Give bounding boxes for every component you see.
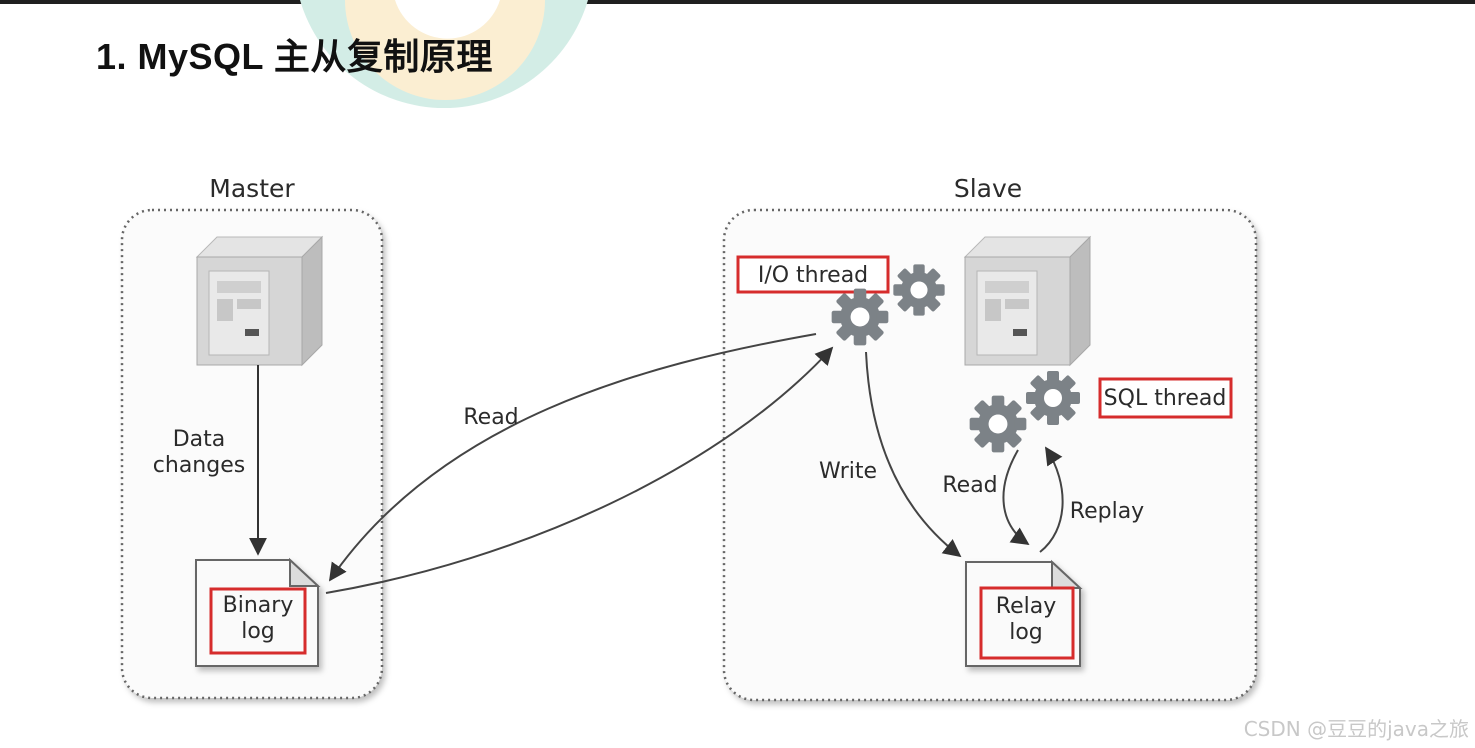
read-curve-to-binary-log <box>328 333 817 582</box>
relay-log-highlight <box>979 586 1075 660</box>
replication-read-label: Read <box>463 405 518 430</box>
relay-log-label-line1: Relay <box>996 594 1056 619</box>
slave-server-icon <box>964 236 1091 366</box>
binary-log-label-line2: log <box>241 619 275 644</box>
binary-log-document <box>195 557 321 667</box>
data-changes-label-line2: changes <box>153 453 245 478</box>
slave-read-label: Read <box>942 473 997 498</box>
io-thread-label: I/O thread <box>758 263 868 288</box>
background-logo-arc <box>300 0 588 109</box>
relay-log-label-line2: log <box>1009 620 1043 645</box>
replay-arrow <box>1039 446 1064 553</box>
page-title: 1. MySQL 主从复制原理 <box>96 36 493 77</box>
sql-thread-label: SQL thread <box>1104 386 1227 411</box>
slave-title: Slave <box>954 174 1022 203</box>
data-changes-label-line1: Data <box>173 427 226 452</box>
slave-read-arrow <box>1002 449 1030 546</box>
master-title: Master <box>209 174 295 203</box>
replay-label: Replay <box>1070 499 1144 524</box>
read-curve-to-io-thread <box>325 346 834 594</box>
binary-log-label-line1: Binary <box>223 593 294 618</box>
write-label: Write <box>819 459 877 484</box>
top-border <box>0 0 1475 4</box>
sql-thread-highlight <box>1098 377 1233 419</box>
binary-log-highlight <box>209 587 307 655</box>
watermark: CSDN @豆豆的java之旅 <box>1243 717 1469 741</box>
io-thread-highlight <box>736 255 890 294</box>
master-server-icon <box>196 236 323 366</box>
write-arrow <box>865 351 962 558</box>
